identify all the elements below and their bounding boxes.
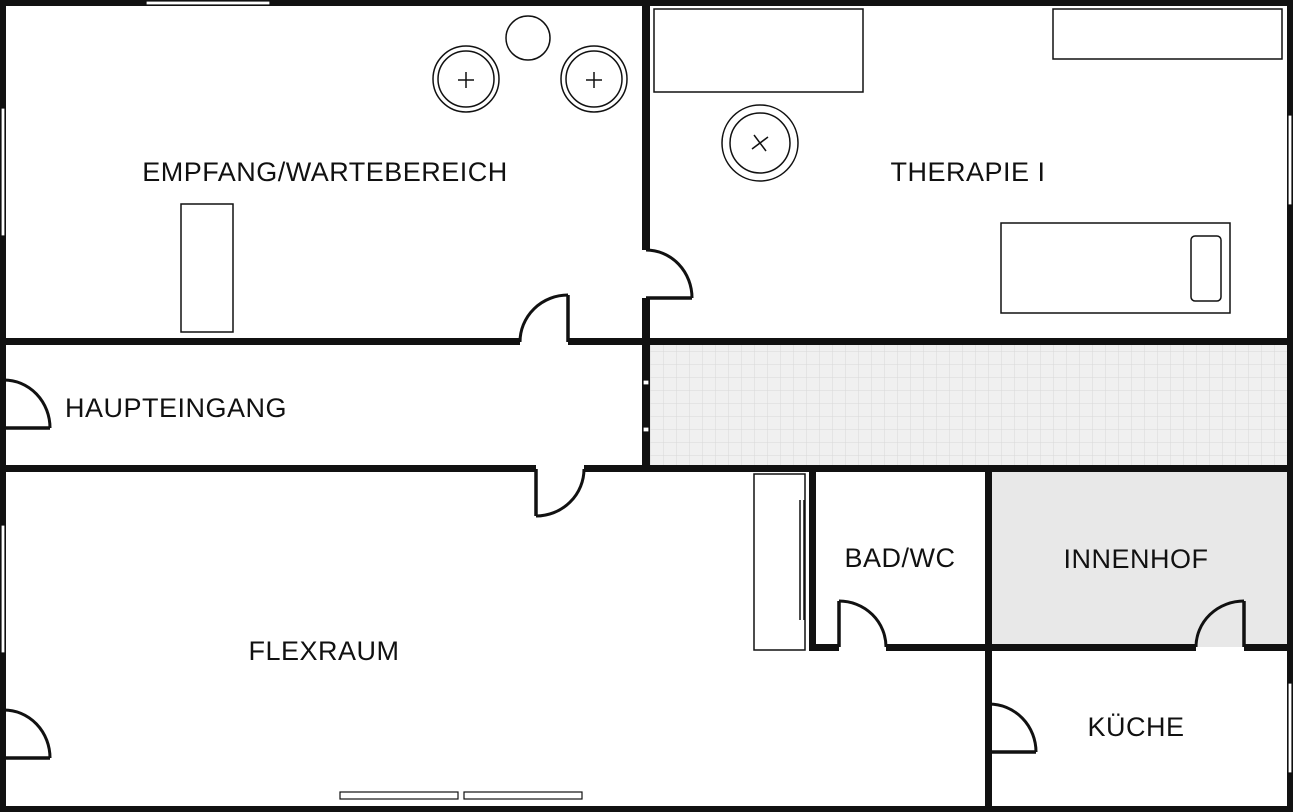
wardrobe-icon bbox=[753, 473, 806, 651]
room-label-flexraum: FLEXRAUM bbox=[248, 636, 399, 666]
armchair-icon bbox=[560, 45, 628, 113]
round-table-icon bbox=[505, 15, 551, 61]
armchair-icon bbox=[432, 45, 500, 113]
shelf-icon bbox=[1052, 8, 1283, 60]
room-label-innenhof: INNENHOF bbox=[1064, 544, 1209, 574]
terrace-tiles bbox=[646, 342, 1288, 469]
desk-icon bbox=[653, 8, 864, 93]
room-label-empfang: EMPFANG/WARTEBEREICH bbox=[142, 157, 508, 187]
doors bbox=[3, 248, 1246, 760]
room-label-haupteingang: HAUPTEINGANG bbox=[65, 393, 287, 423]
room-label-kueche: KÜCHE bbox=[1087, 712, 1184, 742]
shelf-icon bbox=[180, 203, 234, 333]
room-label-bad: BAD/WC bbox=[845, 543, 956, 573]
innenhof-fill bbox=[989, 469, 1288, 647]
treatment-bed-icon bbox=[1000, 222, 1231, 314]
armchair-icon bbox=[721, 104, 799, 182]
room-label-therapie: THERAPIE I bbox=[890, 157, 1045, 187]
